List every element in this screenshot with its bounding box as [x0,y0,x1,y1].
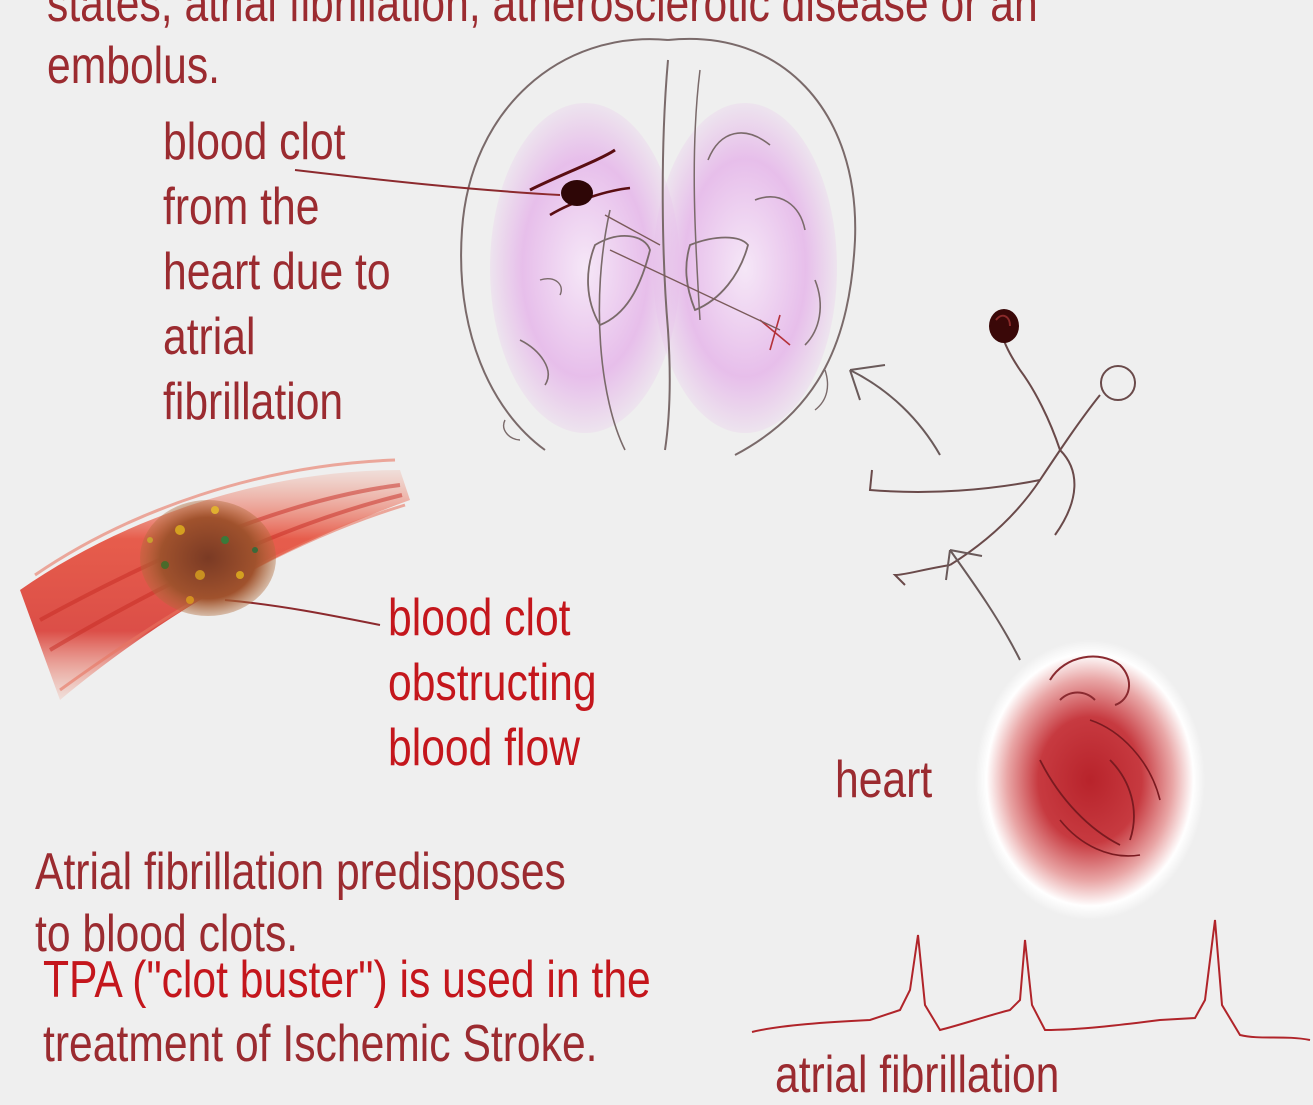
afib-note-line-1: Atrial fibrillation predisposes [35,842,566,902]
brain-clot-label-line: fibrillation [163,372,343,432]
brain-clot-label-line: atrial [163,307,255,367]
heart-label: heart [835,750,932,810]
travel-arrows [850,365,1020,660]
heart-drawing [975,640,1205,920]
intro-line-2: embolus. [47,38,220,94]
vessel-clot [140,500,276,616]
stick-figure [870,330,1135,585]
vessel-clot-label-line: blood clot [388,588,571,648]
brain-clot-label-line: heart due to [163,242,391,302]
ecg-label: atrial fibrillation [775,1045,1059,1105]
ecg-trace [752,920,1310,1040]
brain-drawing [461,39,855,455]
tpa-note-line-2: treatment of Ischemic Stroke. [43,1014,598,1074]
held-clot [989,309,1019,343]
brain-clot-label-line: blood clot [163,112,346,172]
intro-line-1: states, atrial fibrillation, atheroscler… [47,0,1038,32]
vessel-clot-label-line: obstructing [388,653,597,713]
tpa-note-line-1: TPA ("clot buster") is used in the [43,950,651,1010]
brain-clot-label-line: from the [163,177,319,237]
vessel-clot-label-line: blood flow [388,718,580,778]
